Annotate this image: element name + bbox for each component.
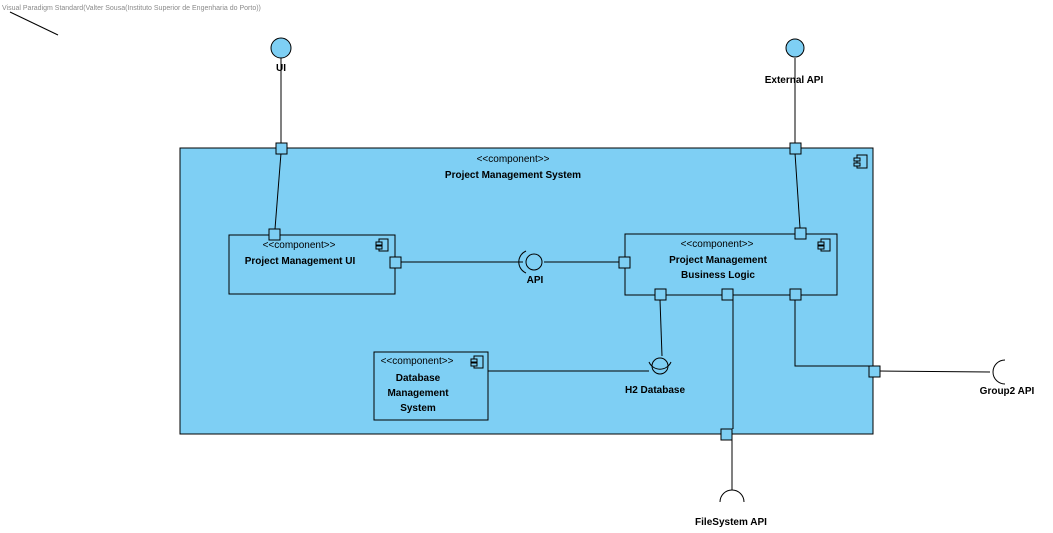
system-stereotype: <<component>> bbox=[477, 154, 550, 165]
port-icon bbox=[275, 142, 288, 155]
watermark: Visual Paradigm Standard(Valter Sousa(In… bbox=[2, 5, 261, 12]
h2-database-label: H2 Database bbox=[625, 385, 685, 396]
api-interface[interactable]: API bbox=[518, 250, 544, 286]
ports bbox=[268, 142, 881, 441]
port-icon bbox=[789, 288, 802, 301]
required-interface-icon bbox=[518, 250, 527, 274]
system-name: Project Management System bbox=[445, 170, 581, 181]
port-icon bbox=[389, 256, 402, 269]
required-interface-icon bbox=[648, 361, 672, 370]
port-icon bbox=[868, 365, 881, 378]
required-interface-icon bbox=[719, 489, 745, 503]
db-component-name-line2: Management bbox=[387, 388, 449, 399]
group2-api-interface[interactable]: Group2 API bbox=[980, 359, 1035, 397]
db-component-name-line1: Database bbox=[396, 373, 441, 384]
port-icon bbox=[618, 256, 631, 269]
port-icon bbox=[268, 228, 281, 241]
watermark-line bbox=[9, 11, 59, 36]
external-api-interface[interactable]: External API bbox=[765, 38, 824, 86]
provided-interface-icon bbox=[525, 253, 543, 271]
port-icon bbox=[654, 288, 667, 301]
filesystem-api-label: FileSystem API bbox=[695, 517, 767, 528]
database-management-system-component[interactable]: <<component>> Database Management System bbox=[373, 351, 489, 421]
ui-component-stereotype: <<component>> bbox=[263, 240, 336, 251]
component-icon bbox=[853, 154, 868, 169]
project-management-ui-component[interactable]: <<component>> Project Management UI bbox=[228, 234, 396, 295]
filesystem-api-interface[interactable]: FileSystem API bbox=[695, 489, 767, 528]
bl-component-stereotype: <<component>> bbox=[681, 239, 754, 250]
component-icon bbox=[470, 355, 484, 369]
h2-database-interface[interactable]: H2 Database bbox=[625, 357, 685, 396]
port-icon bbox=[721, 288, 734, 301]
connectors bbox=[274, 58, 991, 490]
provided-interface-icon bbox=[785, 38, 805, 58]
port-icon bbox=[720, 428, 733, 441]
ui-interface-label: UI bbox=[276, 63, 286, 74]
db-component-name-line3: System bbox=[400, 403, 436, 414]
port-icon bbox=[794, 227, 807, 240]
bl-component-name-line2: Business Logic bbox=[681, 270, 755, 281]
external-api-label: External API bbox=[765, 75, 824, 86]
required-interface-icon bbox=[992, 359, 1006, 385]
business-logic-component[interactable]: <<component>> Project Management Busines… bbox=[624, 233, 838, 296]
ui-component-name: Project Management UI bbox=[245, 256, 356, 267]
group2-api-label: Group2 API bbox=[980, 386, 1035, 397]
provided-interface-icon bbox=[651, 357, 669, 375]
port-icon bbox=[789, 142, 802, 155]
component-icon bbox=[817, 238, 831, 252]
db-component-stereotype: <<component>> bbox=[381, 356, 454, 367]
ui-interface[interactable]: UI bbox=[270, 37, 292, 74]
bl-component-name-line1: Project Management bbox=[669, 255, 767, 266]
api-interface-label: API bbox=[527, 275, 544, 286]
component-icon bbox=[375, 238, 389, 252]
provided-interface-icon bbox=[270, 37, 292, 59]
